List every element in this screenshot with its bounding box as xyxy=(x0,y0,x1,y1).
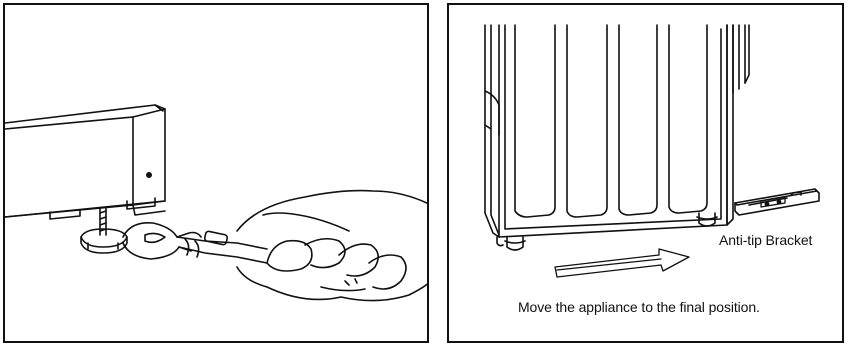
panel-anti-tip-bracket: Anti-tip Bracket Move the appliance to t… xyxy=(447,3,844,343)
move-appliance-caption: Move the appliance to the final position… xyxy=(518,299,760,315)
appliance-body-drawing xyxy=(5,105,165,219)
hand-drawing xyxy=(237,191,429,301)
anti-tip-bracket-drawing xyxy=(735,189,819,215)
panel-leveling-leg xyxy=(3,3,429,343)
anti-tip-bracket-label: Anti-tip Bracket xyxy=(719,232,812,248)
appliance-back-drawing xyxy=(485,25,749,237)
leveling-leg-drawing xyxy=(81,207,127,253)
leveling-leg-illustration xyxy=(5,5,429,343)
wrench-drawing xyxy=(123,223,267,263)
anti-tip-illustration xyxy=(449,5,844,343)
move-direction-arrow xyxy=(555,249,689,277)
